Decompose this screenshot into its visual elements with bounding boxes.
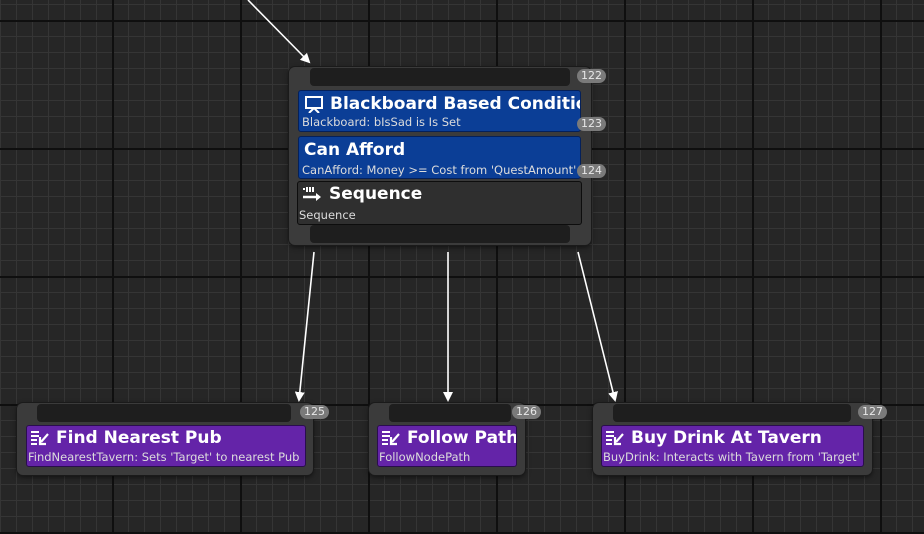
node-index-badge: 126 [512,405,541,419]
wire-parent-to-sequence [247,0,311,64]
composite-sequence[interactable]: Sequence Sequence [297,181,582,225]
input-pin[interactable] [389,404,511,422]
input-pin[interactable] [613,404,851,422]
node-index-badge: 127 [858,405,887,419]
decorator-title: Can Afford [304,140,406,160]
task-node-buy-drink-at-tavern[interactable]: 127 Buy Drink At Tavern BuyDrink: Intera… [593,403,887,475]
decorator-subtitle: Blackboard: bIsSad is Is Set [302,115,461,129]
decorator-blackboard-based-condition[interactable]: Blackboard Based Condition Blackboard: b… [298,90,581,132]
task-node-find-nearest-pub[interactable]: 125 Find Nearest Pub FindNearestTavern: … [17,403,329,475]
output-pin[interactable] [310,225,570,243]
wire-sequence-to-buy-drink [577,251,618,402]
composite-subtitle: Sequence [299,208,356,222]
composite-title: Sequence [329,184,423,204]
sequence-node[interactable]: 122 Blackboard Based Condition Blackboar… [289,67,606,245]
decorator-index-badge: 124 [577,164,606,178]
input-pin[interactable] [310,68,570,86]
task-title: Follow Path [407,428,517,448]
task-title: Find Nearest Pub [56,428,222,448]
task-panel[interactable]: Follow Path FollowNodePath [377,425,517,467]
input-pin[interactable] [37,404,291,422]
decorator-subtitle: CanAfford: Money >= Cost from 'QuestAmou… [302,163,577,177]
decorator-title: Blackboard Based Condition [330,94,581,114]
task-panel[interactable]: Buy Drink At Tavern BuyDrink: Interacts … [601,425,864,467]
sequence-icon [301,185,323,203]
node-index-badge: 125 [300,405,329,419]
decorator-can-afford[interactable]: Can Afford CanAfford: Money >= Cost from… [298,136,581,179]
decorator-index-badge: 123 [577,117,606,131]
task-panel[interactable]: Find Nearest Pub FindNearestTavern: Sets… [26,425,306,467]
task-subtitle: FollowNodePath [379,450,471,464]
task-icon [381,429,401,447]
task-subtitle: FindNearestTavern: Sets 'Target' to near… [28,450,300,464]
blackboard-icon [304,95,324,113]
task-title: Buy Drink At Tavern [631,428,822,448]
task-icon [605,429,625,447]
task-node-follow-path[interactable]: 126 Follow Path FollowNodePath [369,403,541,475]
task-icon [30,429,50,447]
task-subtitle: BuyDrink: Interacts with Tavern from 'Ta… [603,450,860,464]
node-index-badge: 122 [577,69,606,83]
wire-sequence-to-find-nearest-pub [294,251,315,402]
